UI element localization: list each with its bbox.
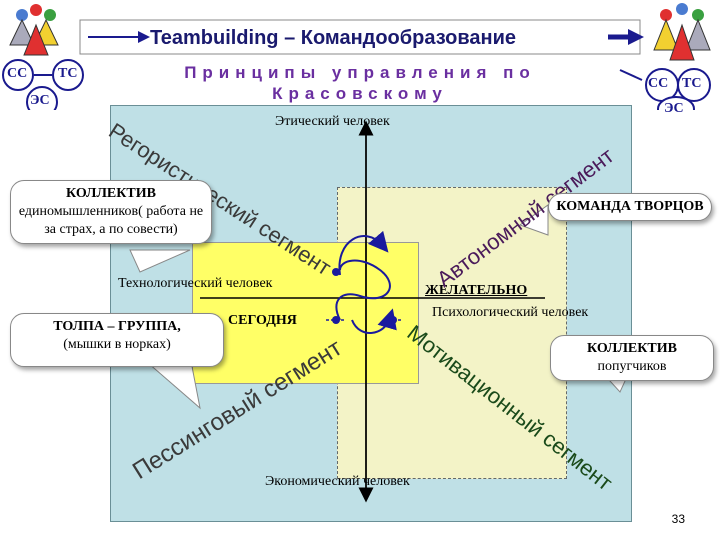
right-cc-label: СС: [648, 76, 669, 91]
people-icon-left: [9, 4, 59, 56]
left-cc-label: СС: [7, 66, 28, 81]
axis-top-label: Этический человек: [275, 114, 390, 129]
right-tc-label: ТС: [682, 76, 702, 91]
desired-label: ЖЕЛАТЕЛЬНО: [425, 283, 528, 298]
callout-crowd-text: (мышки в норках): [63, 337, 171, 352]
right-ec-label: ЭС: [664, 101, 684, 116]
callout-parrot: КОЛЛЕКТИВ попугчиков: [550, 335, 714, 381]
page-number: 33: [671, 512, 685, 526]
left-ec-label: ЭС: [30, 93, 50, 108]
axis-bottom-label: Экономический человек: [265, 474, 410, 489]
callout-crowd-title: ТОЛПА – ГРУППА,: [53, 319, 181, 334]
left-tc-label: ТС: [58, 66, 78, 81]
callout-crowd: ТОЛПА – ГРУППА, (мышки в норках): [10, 313, 224, 367]
subtitle-line1: Принципы управления по: [184, 63, 536, 82]
callout-team: КОМАНДА ТВОРЦОВ: [548, 193, 712, 221]
page-title: Teambuilding – Командообразование: [150, 27, 517, 49]
subtitle-line2: Красовскому: [272, 84, 448, 103]
header-graphics: [2, 3, 711, 110]
today-label: СЕГОДНЯ: [228, 313, 297, 328]
callout-collective-text: единомышленников( работа не за страх, а …: [18, 204, 204, 237]
callout-parrot-text: попугчиков: [597, 359, 667, 374]
callout-collective-title: КОЛЛЕКТИВ: [66, 186, 156, 201]
axis-right-label: Психологический человек: [432, 305, 589, 320]
callout-parrot-title: КОЛЛЕКТИВ: [587, 341, 677, 356]
axis-left-label: Технологический человек: [118, 276, 273, 291]
people-icon-right: [653, 3, 711, 61]
callout-collective: КОЛЛЕКТИВ единомышленников( работа не за…: [10, 180, 212, 244]
today-zone: [192, 242, 419, 384]
